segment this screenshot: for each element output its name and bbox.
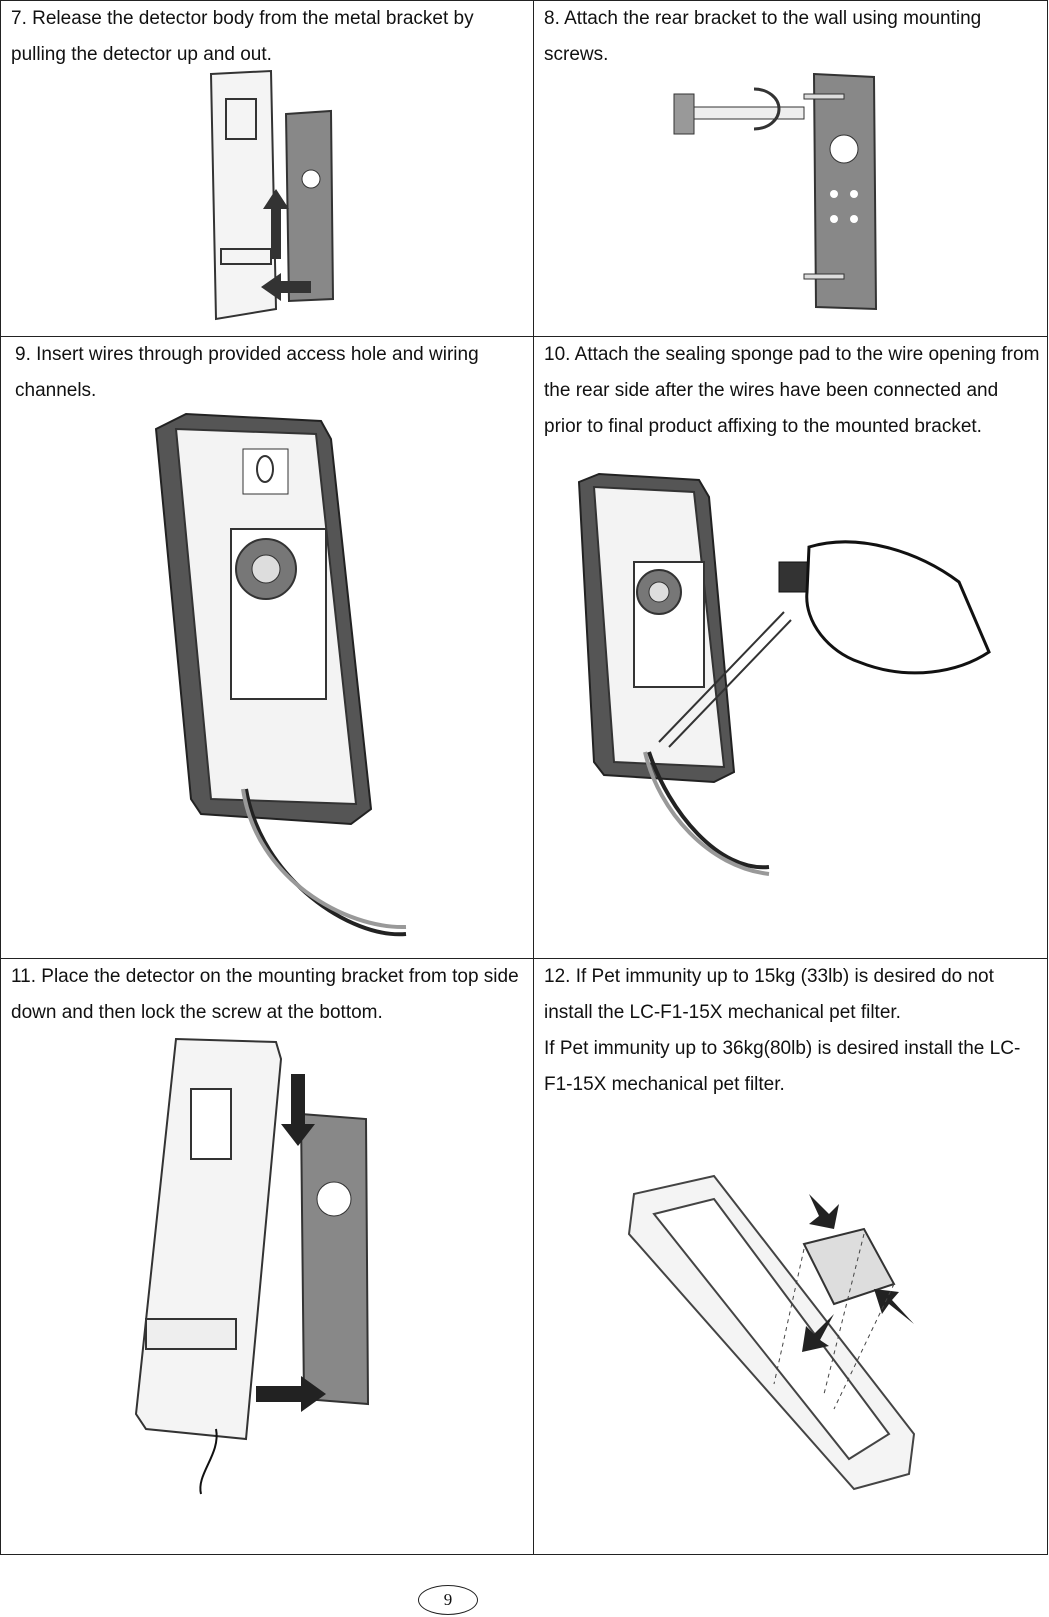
step-7-illustration [209, 69, 335, 321]
step-7-cell: 7. Release the detector body from the me… [0, 0, 534, 337]
step-10-illustration [577, 472, 991, 876]
step-12-caption-line-1: 12. If Pet immunity up to 15kg (33lb) is… [544, 966, 994, 1023]
step-8-cell: 8. Attach the rear bracket to the wall u… [533, 0, 1048, 337]
step-8-illustration [673, 72, 878, 311]
page-number: 9 [418, 1585, 478, 1615]
step-12-cell: 12. If Pet immunity up to 15kg (33lb) is… [533, 958, 1048, 1555]
step-8-caption: 8. Attach the rear bracket to the wall u… [544, 8, 982, 65]
step-9-cell: 9. Insert wires through provided access … [0, 336, 534, 959]
step-11-caption: 11. Place the detector on the mounting b… [11, 966, 519, 1023]
step-10-caption: 10. Attach the sealing sponge pad to the… [544, 344, 1040, 437]
step-7-caption: 7. Release the detector body from the me… [11, 8, 474, 65]
step-11-cell: 11. Place the detector on the mounting b… [0, 958, 534, 1555]
step-9-illustration [154, 412, 407, 937]
step-12-caption-line-2: If Pet immunity up to 36kg(80lb) is desi… [544, 1038, 1021, 1095]
step-11-illustration [134, 1037, 370, 1495]
instruction-table: 7. Release the detector body from the me… [0, 0, 1048, 1555]
step-12-caption: 12. If Pet immunity up to 15kg (33lb) is… [544, 959, 1041, 1103]
step-9-caption: 9. Insert wires through provided access … [15, 344, 479, 401]
step-10-cell: 10. Attach the sealing sponge pad to the… [533, 336, 1048, 959]
step-12-illustration [627, 1174, 916, 1491]
